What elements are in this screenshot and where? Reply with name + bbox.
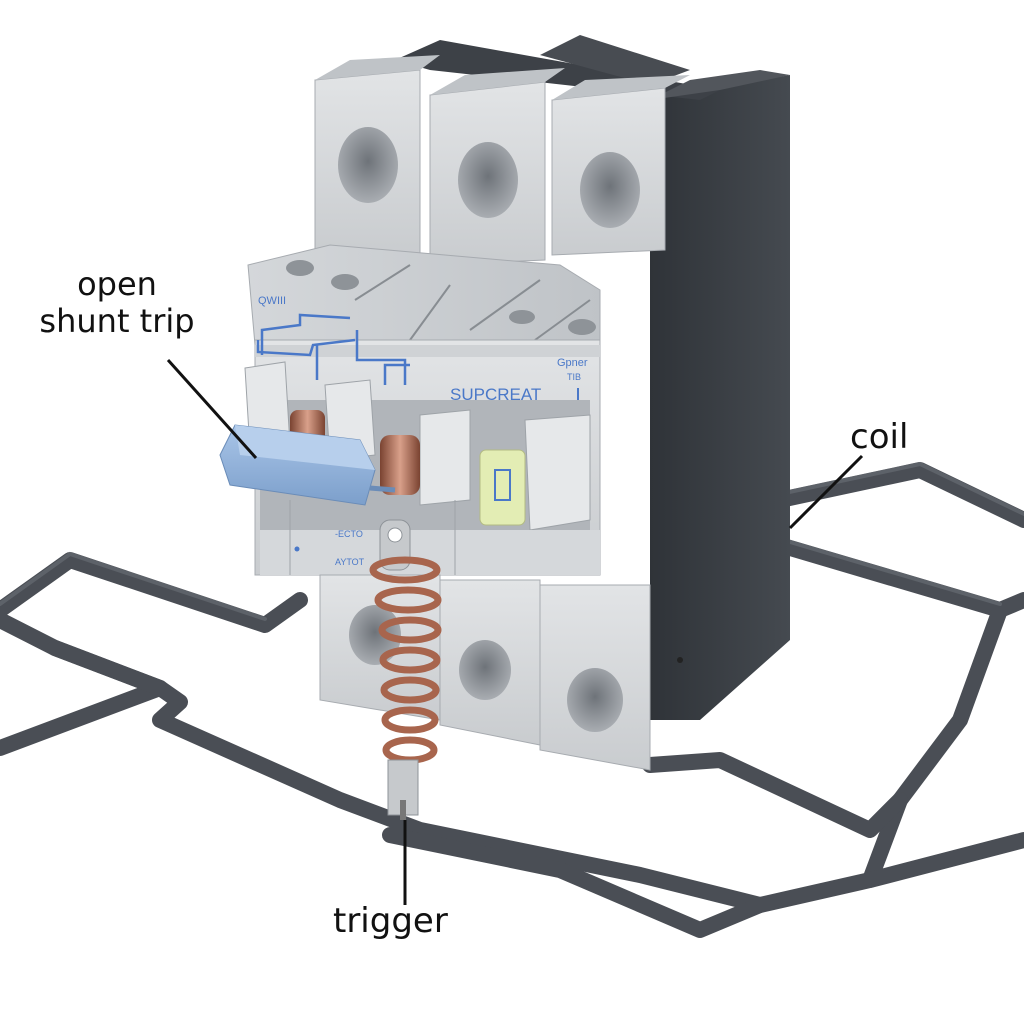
leader-open-shunt-trip <box>166 358 258 460</box>
line-terminals <box>314 55 690 266</box>
label-open-shunt-trip: open shunt trip <box>32 266 202 340</box>
cable-left-main <box>47 640 768 913</box>
lever-4 <box>524 414 591 531</box>
label-coil: coil <box>850 417 909 457</box>
label-open-shunt-trip-line2: shunt trip <box>39 301 195 340</box>
indicator-window <box>479 449 526 526</box>
breaker-front-face: QWIII SUPCREAT Gpner TIB -ECTO AYTOT -VA… <box>244 295 601 639</box>
cable-left-upper <box>0 552 308 633</box>
coil-2 <box>380 435 420 495</box>
brand-inscription: SUPCREAT <box>450 385 541 404</box>
load-terminals <box>319 574 651 771</box>
svg-text:AYTOT: AYTOT <box>335 557 365 567</box>
cable-right-vertical <box>862 602 1008 888</box>
inscription-top-right-sub: TIB <box>567 372 581 382</box>
terminal-pole-3 <box>551 75 690 256</box>
inscription-top-right: Gpner <box>557 357 588 369</box>
callout-leaders <box>166 358 864 905</box>
inscription-top-left: QWIII <box>258 295 286 307</box>
terminal-pole-2 <box>429 68 565 266</box>
lever-3 <box>419 409 471 506</box>
label-open-shunt-trip-line1: open <box>77 265 157 303</box>
shunt-trip-bar <box>219 424 396 506</box>
schematic-lines <box>256 313 410 385</box>
cable-front-run <box>382 827 1024 938</box>
svg-text:-ECTO: -ECTO <box>335 529 363 539</box>
leader-coil <box>788 454 864 530</box>
trigger-spring <box>369 519 442 820</box>
terminal-pole-1 <box>314 55 440 256</box>
breaker-top-face <box>247 244 601 346</box>
cable-front-bottom <box>642 752 908 838</box>
label-trigger: trigger <box>333 901 448 941</box>
